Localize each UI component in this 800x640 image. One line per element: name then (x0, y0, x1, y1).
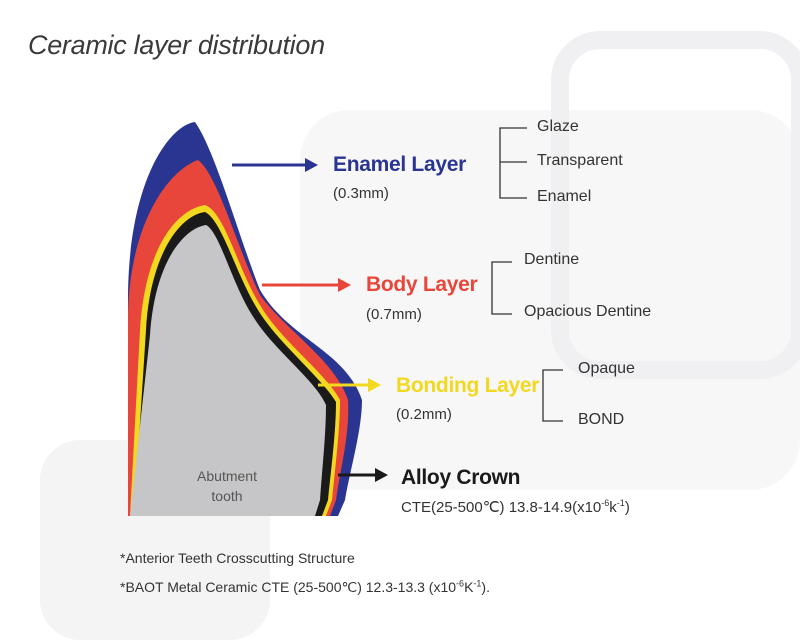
page-title: Ceramic layer distribution (28, 30, 325, 60)
note-cte-unit: K (464, 579, 474, 595)
alloy-cte-exp1: -6 (601, 498, 610, 508)
alloy-cte-unit: k (609, 499, 617, 516)
body-layer-title: Body Layer (366, 273, 478, 296)
abutment-tooth-shape (130, 225, 326, 516)
bonding-layer-thickness: (0.2mm) (396, 406, 452, 423)
note-cte-suffix: ). (481, 579, 490, 595)
body-arrow (262, 278, 351, 292)
bonding-layer-title: Bonding Layer (396, 374, 540, 397)
alloy-arrow (338, 468, 388, 482)
alloy-crown-cte: CTE(25-500℃) 13.8-14.9(x10-6k-1) (401, 498, 630, 517)
enamel-sub-glaze: Glaze (537, 118, 579, 135)
note-cte-exp2: -1 (473, 578, 482, 589)
note-cte-prefix: *BAOT Metal Ceramic CTE (25-500℃) 12.3-1… (120, 579, 457, 595)
abutment-label: Abutment tooth (167, 466, 287, 506)
alloy-crown-title: Alloy Crown (401, 466, 521, 489)
body-sub-bracket (491, 261, 512, 315)
enamel-layer-title: Enamel Layer (333, 153, 466, 176)
abutment-label-line1: Abutment (197, 468, 257, 484)
alloy-cte-prefix: CTE(25-500℃) 13.8-14.9(x10 (401, 499, 602, 516)
enamel-arrow (232, 158, 318, 172)
enamel-layer-thickness: (0.3mm) (333, 185, 389, 202)
enamel-sub-transparent: Transparent (537, 152, 623, 169)
bonding-sub-bond: BOND (578, 411, 625, 428)
bonding-sub-opaque: Opaque (578, 360, 635, 377)
note-anterior-teeth: *Anterior Teeth Crosscutting Structure (120, 550, 355, 566)
alloy-cte-exp2: -1 (616, 498, 625, 508)
body-layer-thickness: (0.7mm) (366, 306, 422, 323)
enamel-sub-bracket (499, 127, 527, 199)
alloy-cte-suffix: ) (624, 499, 630, 516)
abutment-label-line2: tooth (211, 488, 243, 504)
bg-rounded-panel (300, 110, 800, 490)
enamel-sub-enamel: Enamel (537, 188, 592, 205)
body-sub-opacious-dentine: Opacious Dentine (524, 303, 652, 320)
bonding-arrow (318, 378, 381, 392)
body-sub-dentine: Dentine (524, 251, 580, 268)
bonding-sub-bracket (542, 369, 563, 422)
note-baot-cte: *BAOT Metal Ceramic CTE (25-500℃) 12.3-1… (120, 579, 490, 596)
bg-rounded-outline (551, 31, 800, 379)
note-cte-exp1: -6 (456, 578, 465, 589)
